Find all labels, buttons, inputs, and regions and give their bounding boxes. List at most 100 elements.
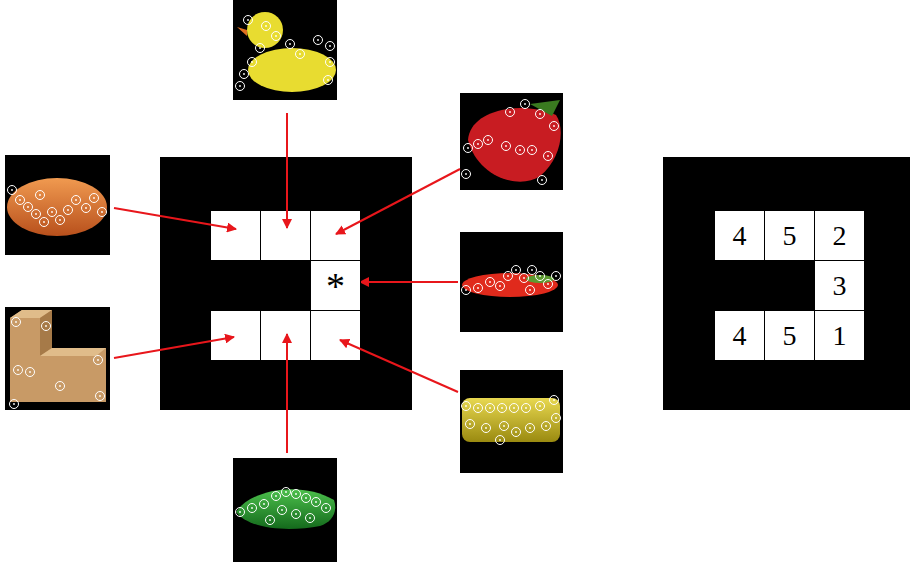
- keypoint-marker: [498, 404, 507, 413]
- keypoint-marker: [521, 100, 530, 109]
- object-strawberry: [468, 108, 561, 182]
- cell-number: 1: [833, 322, 847, 350]
- keypoint-marker: [260, 500, 269, 509]
- keypoint-marker: [266, 516, 275, 525]
- keypoint-marker: [528, 146, 537, 155]
- cell-number: 4: [733, 222, 747, 250]
- keypoint-marker: [326, 42, 335, 51]
- pointer-arrow: [336, 169, 460, 234]
- keypoint-marker: [462, 402, 471, 411]
- keypoint-marker: [12, 318, 21, 327]
- query-marker: *: [326, 267, 345, 305]
- duck-thumbnail: [233, 0, 337, 100]
- keypoint-marker: [326, 58, 335, 67]
- grid-ground: [663, 157, 910, 410]
- keypoint-marker: [94, 356, 103, 365]
- keypoint-marker: [98, 208, 107, 217]
- keypoint-marker: [552, 414, 561, 423]
- cell-number: 2: [833, 222, 847, 250]
- keypoint-marker: [496, 436, 505, 445]
- keypoint-marker: [486, 278, 495, 287]
- keypoint-marker: [272, 492, 281, 501]
- keypoint-marker: [42, 322, 51, 331]
- object-block-face: [40, 348, 106, 356]
- keypoint-marker: [96, 392, 105, 401]
- keypoint-marker: [512, 266, 521, 275]
- keypoint-marker: [82, 204, 91, 213]
- grid-cell: [311, 211, 361, 261]
- grid-cell: 4: [714, 210, 765, 261]
- keypoint-marker: [462, 286, 471, 295]
- keypoint-marker: [244, 16, 253, 25]
- keypoint-marker: [502, 142, 511, 151]
- keypoint-marker: [516, 146, 525, 155]
- keypoint-marker: [496, 282, 505, 291]
- keypoint-marker: [56, 216, 65, 225]
- keypoint-marker: [10, 400, 19, 409]
- keypoint-marker: [292, 490, 301, 499]
- pointer-arrow: [114, 208, 236, 229]
- pointer-arrows: [114, 113, 460, 453]
- grid-cell: [261, 211, 311, 261]
- pointer-arrow: [286, 113, 288, 228]
- keypoint-marker: [538, 176, 547, 185]
- grid-cell: 2: [814, 210, 865, 261]
- keypoint-marker: [500, 422, 509, 431]
- keypoint-marker: [474, 140, 483, 149]
- keypoint-marker: [522, 404, 531, 413]
- pointer-arrow: [114, 337, 234, 358]
- keypoint-marker: [512, 428, 521, 437]
- keypoint-marker: [286, 40, 295, 49]
- keypoint-marker: [64, 206, 73, 215]
- thumbnail-ground: [460, 93, 563, 190]
- keypoint-marker: [56, 382, 65, 391]
- keypoint-marker: [544, 280, 553, 289]
- keypoint-marker: [552, 272, 561, 281]
- thumbnail-ground: [233, 458, 337, 562]
- keypoint-marker: [24, 203, 33, 212]
- keypoint-marker: [306, 514, 315, 523]
- pointer-arrow: [360, 281, 458, 283]
- object-duck-beak: [237, 27, 247, 36]
- keypoint-marker: [72, 196, 81, 205]
- keypoint-marker: [536, 402, 545, 411]
- grid-cell: [211, 211, 261, 261]
- object-tomato: [462, 273, 558, 297]
- keypoint-marker: [506, 108, 515, 117]
- banana-thumbnail: [460, 370, 563, 473]
- block-thumbnail: [5, 307, 110, 410]
- tomato-thumbnail: [460, 232, 563, 332]
- keypoint-marker: [256, 44, 265, 53]
- grid-cell: 1: [814, 310, 865, 361]
- grid-cell: *: [310, 260, 361, 311]
- cell-number: 5: [783, 322, 797, 350]
- keypoint-marker: [314, 36, 323, 45]
- keypoint-marker: [26, 368, 35, 377]
- grid-cell: 4: [714, 310, 765, 361]
- keypoint-marker: [248, 58, 257, 67]
- keypoint-marker: [292, 510, 301, 519]
- grid-cell: 5: [764, 210, 815, 261]
- object-duck-body: [248, 48, 336, 92]
- keypoint-marker: [484, 136, 493, 145]
- cell-number: 4: [733, 322, 747, 350]
- keypoint-marker: [474, 284, 483, 293]
- cucumber-thumbnail: [233, 458, 337, 562]
- cell-number: 5: [783, 222, 797, 250]
- keypoint-marker: [40, 218, 49, 227]
- keypoint-marker: [8, 186, 17, 195]
- grid-cell: [261, 311, 311, 361]
- keypoint-marker: [536, 110, 545, 119]
- object-banana: [462, 398, 560, 442]
- keypoint-marker: [528, 266, 537, 275]
- thumbnail-ground: [5, 307, 110, 410]
- keypoint-marker: [482, 424, 491, 433]
- grid-cell: [311, 311, 361, 361]
- object-block-face: [40, 310, 52, 356]
- keypoint-marker: [526, 424, 535, 433]
- object-cucumber: [236, 489, 335, 529]
- thumbnail-ground: [233, 0, 337, 100]
- keypoint-marker: [312, 498, 321, 507]
